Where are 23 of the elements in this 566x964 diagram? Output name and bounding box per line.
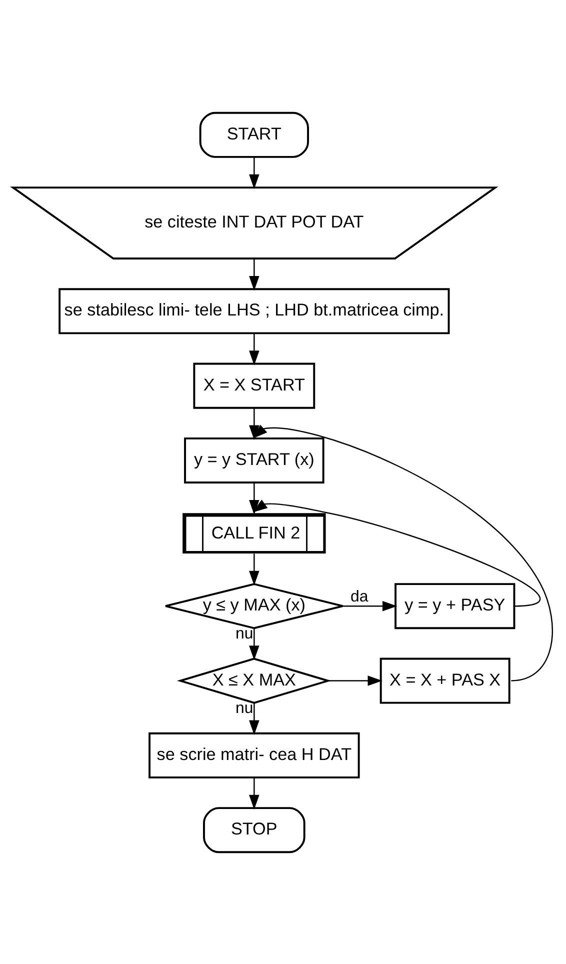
node-box: X = X + PAS X [380, 657, 510, 704]
arrow [249, 332, 260, 365]
node-box: se scrie matri- cea H DAT [148, 732, 360, 778]
node-diamond: y ≤ y MAX (x) [164, 582, 344, 629]
arrow [249, 777, 260, 810]
arrow [252, 499, 540, 606]
node-box: X = X START [193, 362, 316, 408]
arrow [249, 258, 260, 290]
node-box: y = y + PASY [394, 582, 516, 629]
arrow [252, 424, 553, 681]
node-box: START [199, 111, 309, 158]
arrow [249, 156, 260, 189]
arrow [342, 600, 398, 611]
arrow [249, 702, 260, 734]
arrow [249, 482, 260, 514]
node-box: se stabilesc limi- tele LHS ; LHD bt.matricea cimp. [58, 288, 450, 334]
arrow [249, 628, 260, 660]
node-box: y = y START (x) [184, 436, 324, 483]
arrow [249, 553, 260, 586]
arrow [249, 407, 260, 440]
edge-label: da [350, 588, 368, 606]
node-box: STOP [203, 806, 306, 853]
arrow [328, 675, 382, 686]
